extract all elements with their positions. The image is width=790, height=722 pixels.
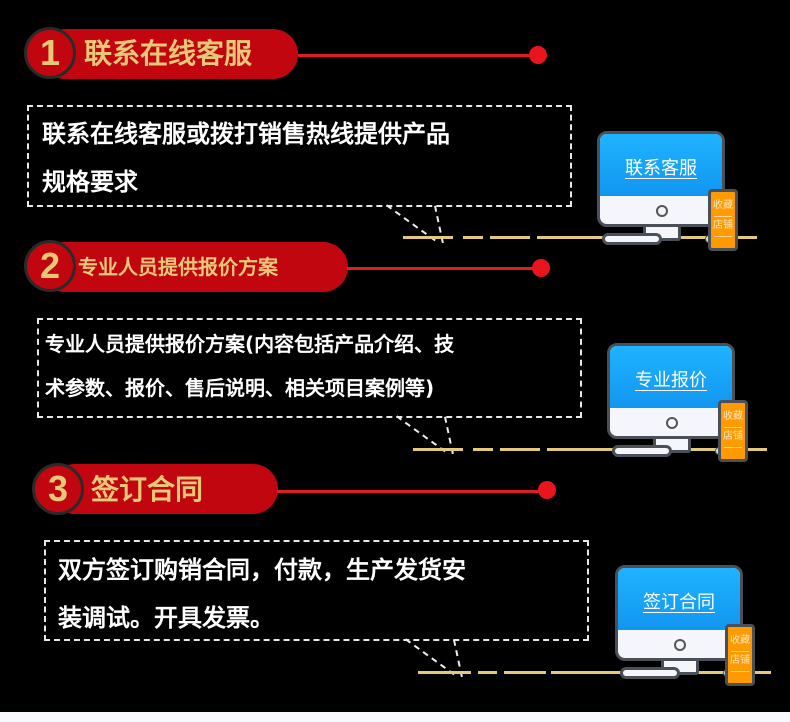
professional-quote-link[interactable]: 专业报价 (635, 370, 707, 391)
step-2: 2 专业人员提供报价方案 专业人员提供报价方案(内容包括产品介绍、技 术参数、报… (24, 240, 767, 462)
step-3-phone-icon[interactable]: 收藏 店铺 (725, 624, 755, 686)
step-3-title: 签订合同 (91, 473, 204, 506)
favorite-label[interactable]: 收藏 (730, 635, 750, 646)
floor-line (490, 236, 530, 239)
favorite-label[interactable]: 收藏 (713, 200, 733, 211)
floor-line (463, 236, 483, 239)
floor-line (504, 671, 546, 674)
shop-label[interactable]: 店铺 (723, 431, 743, 442)
step-2-title: 专业人员提供报价方案 (78, 255, 278, 279)
phone-divider (714, 216, 732, 217)
keyboard-icon (612, 445, 672, 457)
step-1: 1 联系在线客服 联系在线客服或拨打销售热线提供产品 规格要求 联系客服 收藏 … (0, 0, 790, 251)
phone-divider (724, 427, 742, 428)
monitor-screen: 专业报价 (607, 343, 735, 439)
step-1-header-pill (40, 29, 298, 79)
step-2-phone-icon[interactable]: 收藏 店铺 (718, 400, 748, 462)
step-3-number-badge: 3 (32, 463, 84, 515)
floor-line (500, 448, 540, 451)
phone-divider (731, 671, 749, 672)
floor-line (478, 671, 497, 674)
floor-line (418, 671, 471, 674)
monitor-screen: 联系客服 (597, 131, 725, 227)
monitor-screen-blue (618, 568, 740, 630)
contact-service-link[interactable]: 联系客服 (625, 158, 697, 179)
monitor-screen: 签订合同 (615, 565, 743, 661)
keyboard-icon (620, 667, 680, 679)
step-3-header-pill (50, 464, 278, 514)
step-3-monitor-icon[interactable]: 签订合同 (615, 565, 743, 679)
step-3-connector-dot (538, 481, 556, 499)
step-1-description: 联系在线客服或拨打销售热线提供产品 规格要求 (42, 120, 450, 196)
step-1-number-badge: 1 (24, 27, 76, 79)
shop-label[interactable]: 店铺 (713, 220, 733, 231)
step-3-callout-tail (405, 636, 456, 676)
floor-line (473, 448, 493, 451)
step-1-description-box (27, 105, 572, 207)
step-3-connector-line (277, 490, 542, 493)
step-1-title: 联系在线客服 (84, 37, 253, 70)
phone-divider (731, 651, 749, 652)
step-1-connector-line (298, 54, 538, 57)
step-2-connector-line (347, 267, 537, 270)
sign-contract-link[interactable]: 签订合同 (643, 592, 715, 613)
phone-divider (724, 447, 742, 448)
phone-divider (714, 236, 732, 237)
step-2-header-pill (40, 242, 348, 292)
step-2-number-badge: 2 (24, 240, 76, 292)
step-2-connector-dot (532, 259, 550, 277)
step-1-phone-icon[interactable]: 收藏 店铺 (708, 189, 738, 251)
power-button-icon (674, 639, 686, 651)
step-2-description: 专业人员提供报价方案(内容包括产品介绍、技 术参数、报价、售后说明、相关项目案例… (45, 332, 455, 400)
step-2-monitor-icon[interactable]: 专业报价 (607, 343, 735, 457)
power-button-icon (666, 417, 678, 429)
monitor-screen-blue (610, 346, 732, 408)
monitor-screen-blue (600, 134, 722, 196)
floor-line (413, 448, 463, 451)
bottom-strip (0, 712, 790, 722)
step-3-description-box (44, 540, 589, 641)
step-1-connector-dot (529, 46, 547, 64)
step-2-description-box (37, 318, 582, 418)
power-button-icon (656, 205, 668, 217)
step-3-description: 双方签订购销合同，付款，生产发货安 装调试。开具发票。 (58, 556, 466, 632)
shop-label[interactable]: 店铺 (730, 655, 750, 666)
favorite-label[interactable]: 收藏 (723, 411, 743, 422)
keyboard-icon (602, 233, 662, 245)
floor-line (403, 236, 453, 239)
